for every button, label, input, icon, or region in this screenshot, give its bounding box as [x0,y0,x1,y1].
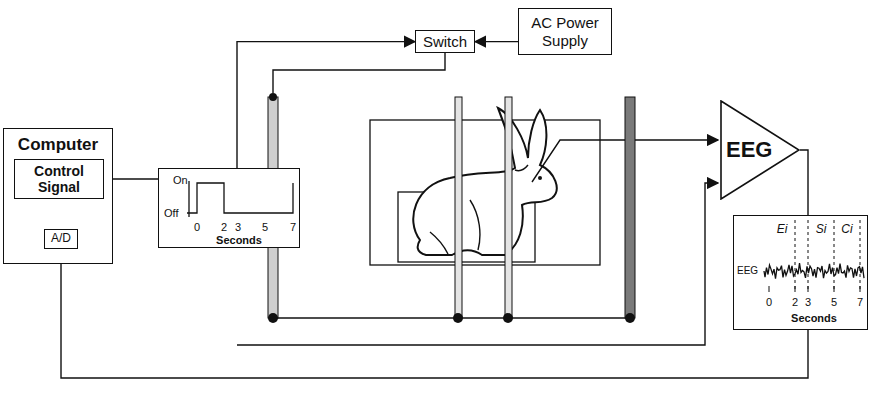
box-label: AC Power Supply [525,14,605,49]
epoch-divider [834,220,835,290]
terminal-dot [503,313,513,323]
rabbit-outline [413,108,556,255]
switch-box: Switch [415,30,475,53]
chart-label: Off [164,207,178,219]
right-electrode-bar [625,97,635,318]
time-ticks [769,286,860,292]
control-pulse [187,181,293,217]
terminal-dot [269,93,277,101]
connector [237,42,415,168]
trace-label: 0 [766,296,772,308]
box-label: Switch [423,33,467,50]
terminal-dot [453,313,463,323]
ad-converter-box: A/D [44,229,78,249]
chart-label: 2 [221,221,227,233]
chart-label: 7 [290,221,296,233]
box-label: A/D [51,232,71,246]
trace-label: 7 [857,296,863,308]
power-supply-box: AC Power Supply [518,8,612,55]
computer-box: ComputerControl SignalA/D [3,128,113,264]
eeg-signal [764,263,864,279]
trace-label: Seconds [791,312,837,324]
trace-label: Ci [841,222,852,236]
epoch-divider [860,220,861,290]
rabbit-eye [538,176,542,180]
trace-label: 2 [792,296,798,308]
amplifier-label: EEG [726,137,772,163]
ground-wire [273,317,630,319]
connector [475,41,518,42]
box-label: Control Signal [21,163,97,195]
shock-wire [273,52,445,93]
connector [61,150,808,378]
amplifier-outline [721,101,799,199]
control-signal-box: Control Signal [14,159,104,199]
chart-label: 0 [194,221,200,233]
box-heading: Computer [18,135,98,155]
chart-label: 5 [262,221,268,233]
eeg-trace-panel: Ei Si CiEEG 0 23 5 7Seconds [733,215,868,330]
rabbit-detail [430,165,528,254]
eeg-amplifier: EEG [720,100,800,200]
trace-label: 3 [805,296,811,308]
grid-rod [505,97,512,318]
timing-chart: OnOff 0 23 5 7Seconds [158,168,300,248]
terminal-dot [268,313,278,323]
trace-label: 5 [831,296,837,308]
trace-label: Ei [777,222,788,236]
terminal-dot [625,313,635,323]
reference-wire [237,183,718,345]
chart-label: On [173,174,188,186]
trace-label: EEG [737,265,758,276]
epoch-divider [808,220,809,290]
chart-label: Seconds [216,234,262,246]
chart-label: 3 [235,221,241,233]
epoch-divider [795,220,796,290]
trace-label: Si [816,222,827,236]
grid-rod [455,97,462,318]
